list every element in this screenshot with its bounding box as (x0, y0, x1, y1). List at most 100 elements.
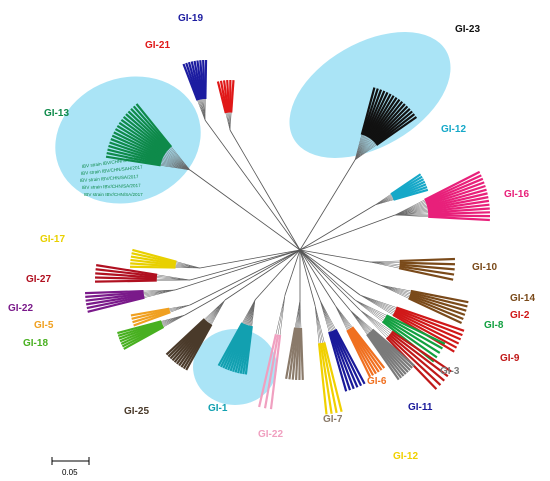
group-label-gi3: GI-3 (440, 366, 460, 377)
tree-branch (404, 204, 427, 213)
tree-branch (404, 207, 428, 213)
tree-branch (404, 208, 428, 214)
strain-label: IBV strain IBV/CHN/SA/2017 (82, 183, 141, 190)
tree-branch (250, 307, 255, 326)
tree-branch (205, 305, 220, 320)
tree-branch (368, 317, 390, 335)
leaf-label-bar (399, 257, 455, 263)
leaf-label-bar (258, 333, 278, 408)
tree-branch (323, 309, 334, 331)
tree-branch (349, 309, 356, 318)
group-label-gi5: GI-5 (34, 320, 54, 331)
leaf-label-bar (120, 324, 164, 345)
tree-branch (369, 261, 379, 265)
leaf-label-bar (121, 325, 164, 348)
tree-branch (243, 307, 252, 324)
group-label-gi12: GI-12 (441, 124, 466, 135)
tree-branch (228, 112, 230, 125)
leaf-label-bar (85, 292, 144, 302)
group-label-gi7: GI-7 (323, 414, 343, 425)
leaf-label-bar (408, 295, 464, 321)
leaf-label-bar (85, 291, 144, 299)
tree-branch (369, 316, 391, 334)
tree-branch (403, 199, 425, 211)
tree-branch (291, 249, 301, 275)
tree-branch (162, 318, 179, 327)
tree-branch (322, 309, 331, 332)
group-label-gi21: GI-21 (145, 40, 170, 51)
leaf-label-bar (229, 324, 248, 372)
leaf-label-bar (427, 203, 490, 213)
leaf-label-bar (119, 323, 163, 343)
tree-branch (165, 153, 183, 166)
tree-branch (329, 277, 356, 301)
tree-branch (210, 307, 221, 325)
leaf-label-bar (294, 327, 300, 380)
leaf-label-bar (428, 207, 490, 214)
tree-branch (143, 291, 166, 296)
leaf-label-bar (94, 279, 157, 283)
leaf-label-bar (393, 312, 458, 349)
leaf-label-bar (131, 252, 177, 264)
leaf-label-bar (113, 131, 164, 158)
tree-branch (404, 209, 428, 214)
tree-branch (354, 155, 362, 161)
tree-branch (192, 265, 201, 269)
tree-branch (389, 287, 411, 293)
leaf-label-bar (269, 334, 282, 410)
leaf-label-bar (285, 327, 297, 379)
leaf-label-bar (390, 332, 449, 378)
tree-branch (299, 249, 328, 284)
tree-branches (143, 98, 429, 344)
tree-branch (236, 249, 301, 287)
tree-branch (370, 299, 396, 311)
tree-branch (197, 100, 203, 115)
leaf-label-bar (370, 330, 411, 371)
tree-branch (239, 249, 301, 267)
group-label-gi13: GI-13 (44, 108, 69, 119)
tree-branch (224, 277, 259, 301)
tree-branch (296, 308, 300, 328)
tree-branch (339, 311, 352, 328)
tree-branch (380, 199, 394, 204)
leaf-label-bar (118, 121, 166, 155)
tree-branch (176, 262, 193, 267)
leaf-label-bar (332, 330, 359, 388)
leaf-label-bar (95, 272, 157, 279)
tree-branch (299, 249, 339, 257)
leaf-label-bar (114, 128, 165, 157)
tree-branch (162, 317, 179, 326)
tree-branch (162, 158, 182, 167)
leaf-label-bar (366, 93, 392, 138)
tree-branch (156, 277, 181, 280)
tree-branch (363, 305, 384, 321)
leaf-label-bar (87, 296, 145, 313)
tree-branch (189, 266, 240, 281)
highlight-gi23 (289, 32, 451, 158)
leaf-label-bar (365, 91, 389, 137)
tree-branch (160, 163, 182, 169)
tree-branch (199, 259, 246, 269)
tree-branch (322, 309, 330, 333)
tree-branch (165, 152, 183, 165)
leaf-label-bar (95, 264, 158, 276)
tree-branch (298, 308, 300, 328)
leaf-label-bar (385, 316, 443, 350)
tree-branch (274, 249, 301, 278)
tree-branch (161, 162, 182, 169)
tree-branch (164, 154, 183, 166)
tree-branch (354, 317, 368, 335)
tree-branch (251, 307, 255, 327)
leaf-label-bar (328, 331, 348, 392)
leaf-label-bar (399, 265, 455, 276)
leaf-label-bar (182, 323, 212, 370)
leaf-label-bar (383, 319, 438, 359)
tree-branch (244, 307, 253, 325)
tree-branch (332, 282, 361, 311)
leaf-label-bar (360, 87, 376, 135)
tree-branch (339, 312, 350, 330)
tree-branch (209, 306, 221, 324)
tree-branch (357, 135, 365, 153)
tree-branch (244, 249, 301, 261)
leaf-label-bar (129, 265, 176, 269)
